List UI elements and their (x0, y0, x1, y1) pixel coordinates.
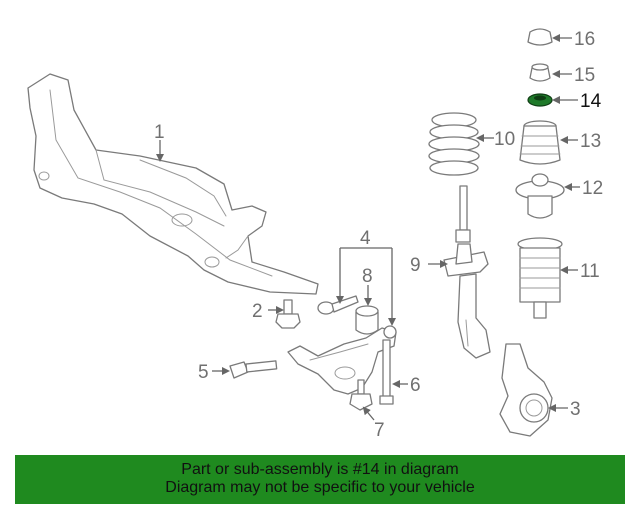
callout-9[interactable]: 9 (410, 255, 421, 276)
coil-spring-part[interactable] (428, 112, 480, 176)
strut-part[interactable] (443, 185, 491, 359)
part-notice-banner: Part or sub-assembly is #14 in diagram D… (15, 455, 625, 504)
bolt-part[interactable] (379, 339, 394, 405)
dust-boot-part[interactable] (517, 237, 563, 319)
callout-12[interactable]: 12 (582, 178, 603, 199)
bolt-part[interactable] (275, 299, 301, 329)
leader-lines (156, 34, 580, 421)
callout-2[interactable]: 2 (252, 301, 263, 322)
banner-line-1: Part or sub-assembly is #14 in diagram (181, 461, 459, 478)
callout-3[interactable]: 3 (570, 399, 581, 420)
link-part[interactable] (317, 295, 359, 315)
callout-1[interactable]: 1 (154, 122, 165, 143)
crossmember-part[interactable] (27, 73, 319, 295)
callout-11[interactable]: 11 (580, 261, 600, 282)
callout-5[interactable]: 5 (198, 362, 209, 383)
steering-knuckle-part[interactable] (499, 343, 553, 437)
callout-labels: 1 2 3 4 5 6 7 8 9 10 11 12 13 14 15 16 (154, 29, 603, 441)
callout-15[interactable]: 15 (574, 65, 595, 86)
strut-mount-part[interactable] (515, 173, 565, 219)
highlighted-insulator-part[interactable] (527, 93, 553, 107)
callout-6[interactable]: 6 (410, 375, 421, 396)
callout-10[interactable]: 10 (494, 129, 515, 150)
callout-14[interactable]: 14 (580, 91, 602, 112)
callout-7[interactable]: 7 (374, 420, 385, 441)
bushing-part[interactable] (355, 305, 379, 335)
bolt-part[interactable] (229, 360, 278, 379)
cap-part[interactable] (529, 63, 551, 82)
callout-4[interactable]: 4 (360, 228, 371, 249)
banner-line-2: Diagram may not be specific to your vehi… (165, 479, 475, 496)
lower-control-arm-part[interactable] (287, 325, 397, 395)
callout-13[interactable]: 13 (580, 131, 601, 152)
front-suspension-diagram: 1 2 3 4 5 6 7 8 9 10 11 12 13 14 15 16 (27, 28, 603, 441)
callout-16[interactable]: 16 (574, 29, 595, 50)
spring-seat-part[interactable] (519, 120, 561, 165)
callout-8[interactable]: 8 (362, 266, 373, 287)
dust-cap-part[interactable] (527, 28, 553, 46)
